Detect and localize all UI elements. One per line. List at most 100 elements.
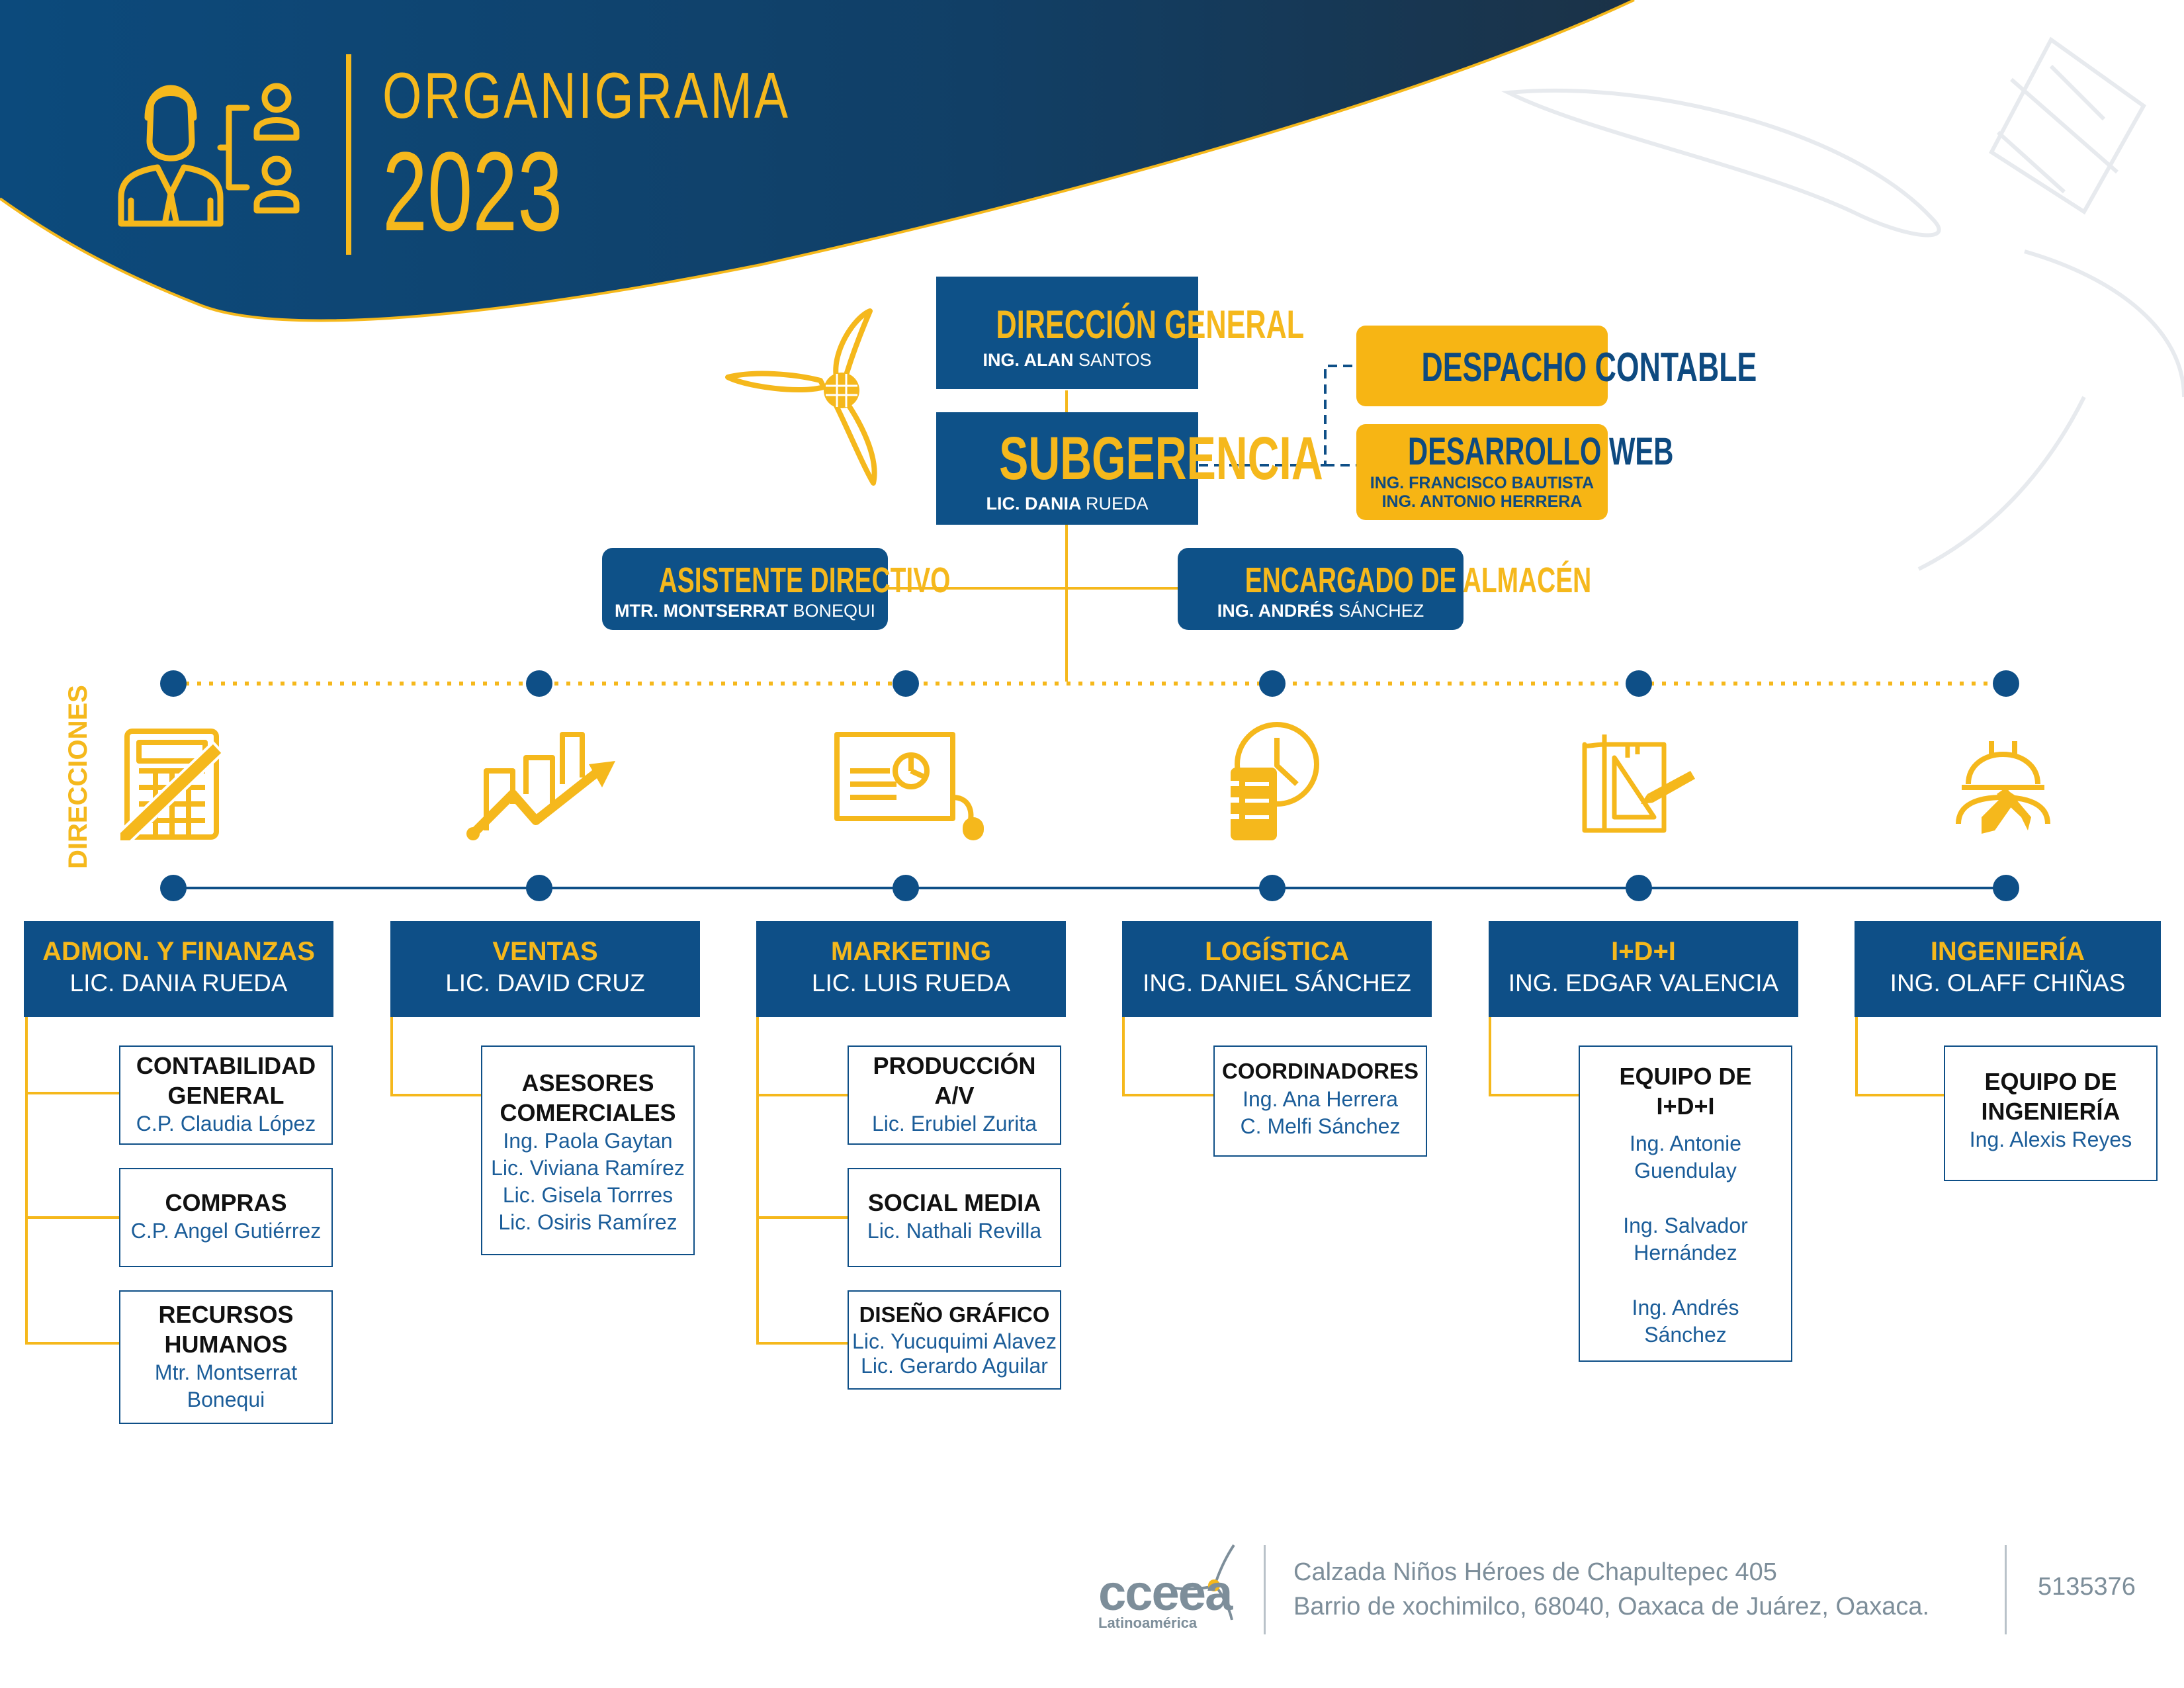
footer-phone: 5135376 bbox=[2038, 1573, 2136, 1601]
sub-person: Bonequi bbox=[187, 1388, 265, 1411]
direccion-general-prefix: ING. ALAN bbox=[983, 350, 1074, 370]
sub-contabilidad-general: CONTABILIDAD GENERAL C.P. Claudia López bbox=[119, 1045, 333, 1145]
asistente-directivo-title: ASISTENTE DIRECTIVO bbox=[658, 560, 951, 600]
node-dot bbox=[160, 875, 187, 901]
blueprint-icon bbox=[1582, 734, 1695, 833]
dept-title: INGENIERÍA bbox=[1930, 937, 2085, 966]
node-dot bbox=[1259, 670, 1286, 697]
node-dot bbox=[1993, 875, 2019, 901]
node-dot bbox=[893, 670, 919, 697]
watermark-decoration bbox=[1501, 36, 2184, 571]
sub-person: Ing. Ana Herrera bbox=[1243, 1087, 1398, 1111]
dept-head: LIC. DANIA RUEDA bbox=[69, 969, 288, 997]
dept-head: ING. OLAFF CHIÑAS bbox=[1890, 969, 2126, 997]
sub-title: A/V bbox=[934, 1082, 975, 1109]
encargado-almacen-title: ENCARGADO DE ALMACÉN bbox=[1245, 560, 1592, 600]
sub-person: Ing. Salvador bbox=[1623, 1214, 1748, 1237]
sub-title: HUMANOS bbox=[164, 1331, 288, 1358]
node-dot bbox=[526, 670, 552, 697]
node-dot bbox=[160, 670, 187, 697]
sub-title: I+D+I bbox=[1656, 1092, 1715, 1120]
sub-title: INGENIERÍA bbox=[1981, 1098, 2120, 1125]
node-dot bbox=[526, 875, 552, 901]
sub-title: EQUIPO DE bbox=[1619, 1063, 1752, 1090]
despacho-contable-box: DESPACHO CONTABLE bbox=[1356, 326, 1757, 406]
engineer-icon bbox=[1956, 741, 2050, 834]
desarrollo-web-title: DESARROLLO WEB bbox=[1408, 430, 1674, 473]
node-dot bbox=[1993, 670, 2019, 697]
asistente-directivo-box: ASISTENTE DIRECTIVO MTR. MONTSERRAT BONE… bbox=[602, 548, 950, 630]
dept-marketing: MARKETING LIC. LUIS RUEDA bbox=[756, 921, 1066, 1017]
sub-person: Ing. Antonie bbox=[1629, 1132, 1742, 1155]
sub-person: Lic. Viviana Ramírez bbox=[491, 1156, 685, 1180]
page-year: 2023 bbox=[382, 129, 563, 255]
direccion-general-box: DIRECCIÓN GENERAL ING. ALAN SANTOS bbox=[936, 277, 1304, 389]
footer-address-2: Barrio de xochimilco, 68040, Oaxaca de J… bbox=[1293, 1593, 1930, 1621]
sub-asesores-comerciales: ASESORES COMERCIALES Ing. Paola Gaytan L… bbox=[481, 1045, 695, 1255]
sub-person: C.P. Claudia López bbox=[136, 1112, 316, 1135]
sub-title: COORDINADORES bbox=[1221, 1059, 1419, 1083]
node-dot bbox=[1259, 875, 1286, 901]
sub-person: Hernández bbox=[1634, 1241, 1737, 1265]
node-dot bbox=[1626, 875, 1652, 901]
sub-person: Mtr. Montserrat bbox=[154, 1360, 298, 1384]
sub-title: ASESORES bbox=[521, 1069, 654, 1096]
footer-divider bbox=[1264, 1545, 1266, 1634]
direccion-general-title: DIRECCIÓN GENERAL bbox=[996, 302, 1305, 347]
sub-person: Lic. Gisela Torrres bbox=[502, 1183, 674, 1207]
sub-person: Lic. Nathali Revilla bbox=[867, 1219, 1042, 1243]
desarrollo-web-person-1: ING. FRANCISCO BAUTISTA bbox=[1370, 474, 1594, 492]
dept-idi: I+D+I ING. EDGAR VALENCIA bbox=[1489, 921, 1798, 1017]
sub-title: EQUIPO DE bbox=[1984, 1068, 2117, 1095]
sub-title: PRODUCCIÓN bbox=[873, 1052, 1036, 1079]
org-chart-icon bbox=[118, 83, 300, 227]
sub-person: Guendulay bbox=[1634, 1159, 1737, 1182]
wind-turbine-icon bbox=[725, 308, 877, 486]
sub-title: CONTABILIDAD bbox=[136, 1052, 316, 1079]
subgerencia-prefix: LIC. DANIA bbox=[986, 494, 1081, 513]
asistente-prefix: MTR. MONTSERRAT bbox=[614, 601, 788, 621]
almacen-prefix: ING. ANDRÉS bbox=[1217, 601, 1334, 621]
sub-person: Lic. Osiris Ramírez bbox=[498, 1210, 677, 1234]
sub-person: C. Melfi Sánchez bbox=[1240, 1114, 1401, 1138]
node-dot bbox=[893, 875, 919, 901]
dept-title: VENTAS bbox=[492, 937, 598, 966]
dept-head: ING. DANIEL SÁNCHEZ bbox=[1143, 969, 1411, 997]
sub-person: C.P. Angel Gutiérrez bbox=[130, 1219, 322, 1243]
node-dot bbox=[1626, 670, 1652, 697]
sub-person: Lic. Gerardo Aguilar bbox=[861, 1354, 1048, 1378]
encargado-almacen-box: ENCARGADO DE ALMACÉN ING. ANDRÉS SÁNCHEZ bbox=[1178, 548, 1591, 630]
despacho-contable-title: DESPACHO CONTABLE bbox=[1421, 345, 1757, 390]
sub-title: DISEÑO GRÁFICO bbox=[859, 1302, 1050, 1327]
direccion-general-name: SANTOS bbox=[1078, 350, 1152, 370]
sub-title: COMPRAS bbox=[165, 1189, 287, 1216]
dept-head: LIC. LUIS RUEDA bbox=[811, 969, 1011, 997]
sub-person: Lic. Yucuquimi Alavez bbox=[852, 1329, 1057, 1353]
presentation-icon bbox=[834, 732, 984, 840]
dept-title: ADMON. Y FINANZAS bbox=[42, 937, 315, 966]
desarrollo-web-person-2: ING. ANTONIO HERRERA bbox=[1381, 492, 1583, 511]
logo-icon bbox=[1174, 1544, 1235, 1621]
dept-head: ING. EDGAR VALENCIA bbox=[1508, 969, 1779, 997]
sub-equipo-idi: EQUIPO DE I+D+I Ing. Antonie Guendulay I… bbox=[1579, 1045, 1792, 1362]
sub-person: Ing. Alexis Reyes bbox=[1969, 1128, 2132, 1151]
sub-person: Ing. Andrés bbox=[1632, 1296, 1739, 1319]
dept-head: LIC. DAVID CRUZ bbox=[445, 969, 645, 997]
sub-produccion-av: PRODUCCIÓN A/V Lic. Erubiel Zurita bbox=[848, 1045, 1061, 1145]
sub-title: GENERAL bbox=[167, 1082, 284, 1109]
sub-diseno-grafico: DISEÑO GRÁFICO Lic. Yucuquimi Alavez Lic… bbox=[848, 1290, 1061, 1390]
footer-divider bbox=[2005, 1545, 2007, 1634]
sub-recursos-humanos: RECURSOS HUMANOS Mtr. Montserrat Bonequi bbox=[119, 1290, 333, 1424]
dept-logistica: LOGÍSTICA ING. DANIEL SÁNCHEZ bbox=[1122, 921, 1432, 1017]
footer-logo-sub: Latinoamérica bbox=[1098, 1615, 1198, 1631]
footer-address-1: Calzada Niños Héroes de Chapultepec 405 bbox=[1293, 1558, 1777, 1586]
dept-ventas: VENTAS LIC. DAVID CRUZ bbox=[390, 921, 700, 1017]
sub-title: SOCIAL MEDIA bbox=[867, 1189, 1041, 1216]
desarrollo-web-box: DESARROLLO WEB ING. FRANCISCO BAUTISTA I… bbox=[1356, 424, 1673, 520]
subgerencia-name: RUEDA bbox=[1086, 494, 1149, 513]
header-banner bbox=[0, 0, 1634, 321]
sub-equipo-ingenieria: EQUIPO DE INGENIERÍA Ing. Alexis Reyes bbox=[1944, 1045, 2158, 1181]
sub-title: COMERCIALES bbox=[500, 1099, 676, 1126]
almacen-name: SÁNCHEZ bbox=[1338, 601, 1424, 621]
